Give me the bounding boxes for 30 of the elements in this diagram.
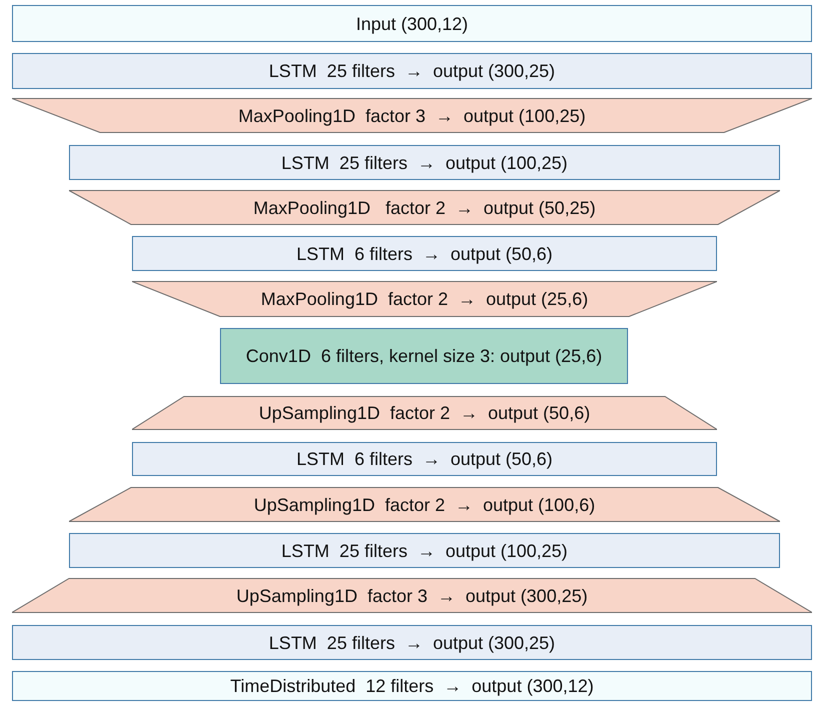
trapezoid-layer: [12, 578, 812, 613]
layer-box: [12, 671, 812, 701]
trapezoid-layer: [69, 190, 780, 225]
layer-label: UpSampling1D factor 2 → output (50,6): [258, 402, 592, 424]
layer-box: [12, 53, 812, 89]
trapezoid-layer: [132, 396, 717, 430]
layer-box: [12, 5, 812, 42]
layer-label: UpSampling1D factor 3 → output (300,25): [235, 584, 589, 606]
layer-label: LSTM 25 filters → output (300,25): [268, 632, 556, 654]
layer-box: [132, 236, 717, 271]
layer-label: MaxPooling1D factor 2 → output (25,6): [260, 288, 590, 310]
layer-label: MaxPooling1D factor 3 → output (100,25): [237, 104, 587, 126]
layer-label: TimeDistributed 12 filters → output (300,12): [229, 675, 595, 697]
layer-label: MaxPooling1D factor 2 → output (50,25): [252, 196, 597, 218]
layer-box: [132, 442, 717, 476]
layer-label: LSTM 25 filters → output (100,25): [280, 152, 569, 174]
layer-label: LSTM 6 filters → output (50,6): [295, 242, 554, 264]
layer-box: [69, 533, 780, 568]
layer-box: [69, 145, 780, 180]
layer-label: LSTM 25 filters → output (300,25): [268, 60, 556, 82]
layer-label: LSTM 6 filters → output (50,6): [295, 448, 554, 470]
trapezoid-layer: [12, 98, 812, 133]
layer-label: Conv1D 6 filters, kernel size 3: output (25,6): [244, 345, 604, 367]
layer-label: Input (300,12): [354, 12, 470, 34]
layer-box: [220, 328, 628, 384]
layer-label: LSTM 25 filters → output (100,25): [280, 540, 569, 562]
trapezoid-layer: [132, 281, 717, 317]
layer-box: [12, 625, 812, 660]
layer-label: UpSampling1D factor 2 → output (100,6): [252, 494, 596, 516]
trapezoid-layer: [69, 487, 780, 522]
